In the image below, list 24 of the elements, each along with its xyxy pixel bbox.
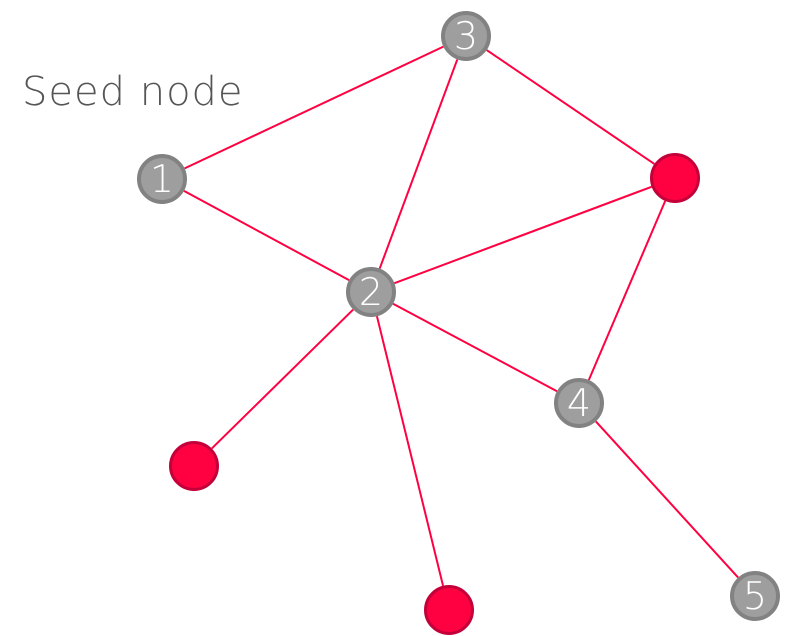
node-number: 2 (358, 273, 384, 311)
connector-line (588, 200, 666, 380)
connector-line (595, 420, 739, 578)
graph-node (137, 154, 187, 204)
graph-node (730, 571, 780, 621)
connector-line (378, 59, 458, 269)
graph-node (169, 441, 219, 491)
graph-node (424, 585, 474, 635)
connector-line (376, 316, 444, 586)
connector-line (211, 308, 354, 450)
node-number: 5 (742, 577, 768, 615)
node-caption: Seed node (22, 69, 244, 115)
connector-line (486, 49, 655, 165)
graph-node (441, 11, 491, 61)
node-number: 3 (454, 17, 478, 55)
graph-node (346, 267, 396, 317)
connector-line (184, 190, 350, 281)
graph-node (650, 153, 700, 203)
node-number: 1 (150, 160, 174, 198)
graph-node (554, 378, 604, 428)
connector-line (184, 46, 444, 170)
connector-line (392, 302, 558, 392)
node-number: 4 (566, 384, 592, 422)
connector-line (394, 186, 652, 284)
